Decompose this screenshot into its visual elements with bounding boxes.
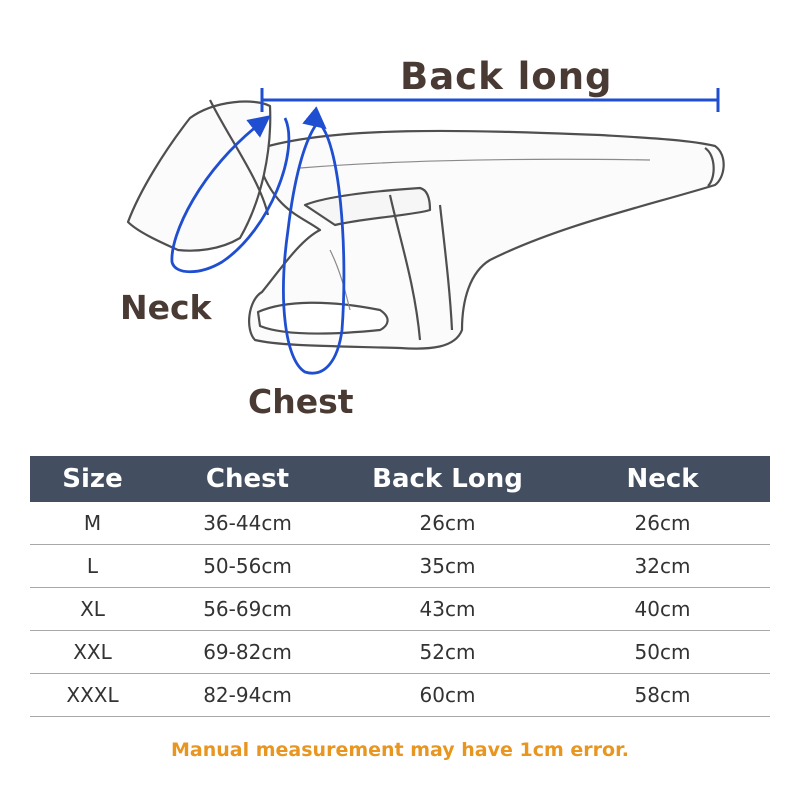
cell-neck: 26cm	[555, 502, 770, 545]
cell-chest: 69-82cm	[155, 630, 340, 674]
table-header-row: Size Chest Back Long Neck	[30, 456, 770, 502]
cell-neck: 32cm	[555, 544, 770, 588]
cell-chest: 82-94cm	[155, 673, 340, 717]
back-long-label: Back long	[400, 55, 613, 98]
dog-coat-illustration	[126, 88, 725, 375]
cell-size: M	[30, 502, 155, 545]
cell-size: XXL	[30, 630, 155, 674]
cell-neck: 58cm	[555, 673, 770, 717]
chest-label: Chest	[248, 382, 354, 421]
cell-chest: 56-69cm	[155, 587, 340, 631]
coat-outline	[126, 99, 725, 350]
neck-label: Neck	[120, 288, 212, 327]
cell-size: XL	[30, 587, 155, 631]
header-back-long: Back Long	[340, 456, 555, 502]
cell-back-long: 35cm	[340, 544, 555, 588]
measurement-diagram: Back long Neck Chest	[120, 55, 725, 421]
cell-size: XXXL	[30, 673, 155, 717]
cell-back-long: 43cm	[340, 587, 555, 631]
measurement-note: Manual measurement may have 1cm error.	[171, 739, 629, 761]
header-size: Size	[30, 456, 155, 502]
cell-neck: 40cm	[555, 587, 770, 631]
header-neck: Neck	[555, 456, 770, 502]
size-chart-table: Size Chest Back Long Neck M 36-44cm 26cm…	[30, 456, 770, 717]
cell-chest: 50-56cm	[155, 544, 340, 588]
cell-back-long: 26cm	[340, 502, 555, 545]
cell-size: L	[30, 544, 155, 588]
cell-back-long: 60cm	[340, 673, 555, 717]
table-row: M 36-44cm 26cm 26cm	[30, 502, 770, 545]
table-row: XL 56-69cm 43cm 40cm	[30, 587, 770, 631]
chest-measure	[282, 106, 346, 375]
table-row: L 50-56cm 35cm 32cm	[30, 544, 770, 588]
table-row: XXL 69-82cm 52cm 50cm	[30, 630, 770, 674]
header-chest: Chest	[155, 456, 340, 502]
cell-neck: 50cm	[555, 630, 770, 674]
neck-measure	[170, 115, 291, 274]
cell-back-long: 52cm	[340, 630, 555, 674]
cell-chest: 36-44cm	[155, 502, 340, 545]
back-long-measure	[260, 88, 720, 112]
table-row: XXXL 82-94cm 60cm 58cm	[30, 673, 770, 717]
